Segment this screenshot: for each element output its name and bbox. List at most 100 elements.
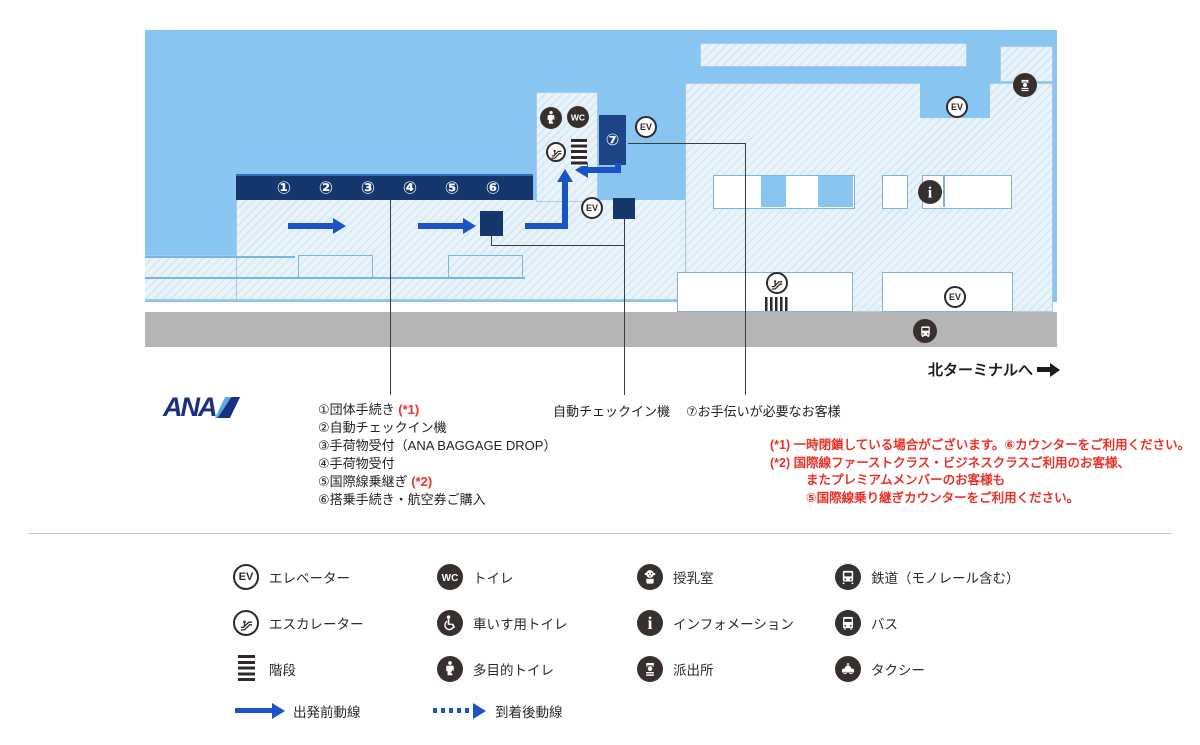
- legend-item-bus: バス: [835, 610, 898, 636]
- departure-flow-arrowhead: [333, 218, 346, 234]
- departure-flow-elbow-v: [562, 181, 568, 229]
- toilet-icon: WC: [567, 106, 589, 128]
- multipurpose-toilet-icon: [437, 656, 463, 682]
- counter-annotation-item: ⑥搭乗手続き・航空券ご購入: [318, 492, 486, 507]
- wheelchair-toilet-icon: [437, 610, 463, 636]
- label-line-seven-v: [745, 143, 746, 395]
- curbside-canopy: [298, 255, 373, 278]
- bus-rail-stop-icon: [913, 319, 937, 343]
- north-terminal-arrow-icon: [1037, 367, 1051, 372]
- checkin-counter-bar: [236, 174, 533, 200]
- taxi-icon: [835, 656, 861, 682]
- label-line-seven-h: [628, 143, 745, 144]
- legend-item-arrival-flow: 到着後動線: [495, 705, 563, 720]
- elevator-icon: EV: [635, 116, 657, 138]
- elevator-icon: EV: [946, 96, 968, 118]
- footnote-line: またプレミアムメンバーのお客様も: [806, 473, 1006, 487]
- shop-block: [713, 175, 855, 209]
- nursing-room-icon: [637, 564, 663, 590]
- ana-logo-text: ANA: [163, 392, 217, 422]
- terminal-floor-map: ① ② ③ ④ ⑤ ⑥ ⑦ WC EV EV EV EV i: [145, 30, 1057, 395]
- legend-item-toilet: WC トイレ: [437, 564, 514, 590]
- departure-flow-arrowhead-up: [557, 169, 573, 182]
- elevator-icon: EV: [581, 197, 603, 219]
- shop-cell: [761, 176, 786, 207]
- counter-number-6: ⑥: [485, 178, 501, 198]
- departure-flow-elbow-h: [525, 223, 568, 229]
- counter-number-5: ⑤: [444, 178, 460, 198]
- north-terminal-label: 北ターミナルへ: [928, 359, 1061, 380]
- label-line-kiosk-h: [491, 245, 624, 246]
- legend-item-nursing-room: 授乳室: [637, 564, 714, 590]
- checkin-machine-label: 自動チェックイン機: [553, 404, 671, 419]
- departure-flow-arrow: [418, 223, 463, 229]
- footnote-line: (*1) 一時閉鎖している場合がございます。⑥カウンターをご利用ください。: [770, 438, 1191, 452]
- counter-number-4: ④: [402, 178, 418, 198]
- svg-text:i: i: [928, 185, 933, 202]
- legend-item-stairs: 階段: [233, 655, 296, 683]
- legend-item-elevator: EV エレベーター: [233, 564, 350, 590]
- departure-flow-legend-arrowhead: [272, 702, 285, 719]
- departure-flow-legend-arrow: [235, 708, 273, 713]
- label-line-kiosk-v1: [491, 236, 492, 246]
- legend-item-multipurpose-toilet: 多目的トイレ: [437, 656, 554, 682]
- label-line-kiosk-v2: [624, 219, 625, 395]
- counter-annotation-item: ⑤国際線乗継ぎ (*2): [318, 474, 433, 489]
- counter-number-1: ①: [276, 178, 292, 198]
- escalator-icon: [233, 610, 259, 636]
- legend-item-taxi: タクシー: [835, 656, 925, 682]
- shop-block-small: [882, 175, 908, 209]
- label-line-counters: [390, 200, 391, 395]
- footnote-line: ⑤国際線乗り継ぎカウンターをご利用ください。: [806, 490, 1080, 505]
- counter-number-7: ⑦: [605, 132, 620, 149]
- ana-logo: ANA: [163, 392, 240, 422]
- red-footnotes: (*1) 一時閉鎖している場合がございます。⑥カウンターをご利用ください。 (*…: [770, 437, 1190, 507]
- stairs-icon: [238, 655, 255, 683]
- escalator-icon: [546, 142, 566, 162]
- train-icon: [835, 564, 861, 590]
- access-road: [145, 312, 1057, 347]
- police-box-icon: [1013, 73, 1037, 97]
- counter-number-3: ③: [360, 178, 376, 198]
- legend-item-police-box: 派出所: [637, 656, 714, 682]
- terminal-hall-left: [236, 200, 686, 300]
- legend-item-wheelchair-toilet: 車いす用トイレ: [437, 610, 568, 636]
- information-icon: i: [918, 180, 942, 204]
- multipurpose-toilet-icon: [540, 107, 562, 129]
- svg-text:i: i: [647, 613, 652, 633]
- assist-flow-arrowhead-left: [575, 162, 588, 178]
- assist-flow-h: [588, 167, 621, 173]
- information-icon: i: [637, 610, 663, 636]
- self-checkin-kiosk-box: [480, 211, 503, 236]
- curbside-canopy: [448, 255, 523, 278]
- police-box-icon: [637, 656, 663, 682]
- svg-text:WC: WC: [571, 113, 585, 123]
- legend-item-departure-flow: 出発前動線: [293, 705, 361, 720]
- counter-annotation-list: ①団体手続き (*1) ②自動チェックイン機 ③手荷物受付（ANA BAGGAG…: [318, 401, 556, 509]
- escalator-icon: [766, 272, 788, 294]
- departure-flow-arrow: [288, 223, 333, 229]
- elevator-icon: EV: [944, 286, 966, 308]
- legend-item-escalator: エスカレーター: [233, 610, 364, 636]
- departure-flow-arrowhead: [463, 218, 476, 234]
- section-divider: [28, 533, 1172, 534]
- counter-annotation-item: ②自動チェックイン機: [318, 420, 447, 435]
- block-divider: [943, 176, 945, 207]
- assist-customers-label: ⑦お手伝いが必要なお客様: [686, 404, 841, 419]
- legend-item-information: i インフォメーション: [637, 610, 794, 636]
- upper-walkway: [700, 43, 967, 67]
- counter-annotation-item: ①団体手続き (*1): [318, 402, 420, 417]
- self-checkin-kiosk-box2: [613, 198, 635, 219]
- counter-number-2: ②: [318, 178, 334, 198]
- bus-icon: [835, 610, 861, 636]
- stairs-icon: [571, 139, 587, 166]
- counter-annotation-item: ④手荷物受付: [318, 456, 395, 471]
- counter-annotation-item: ③手荷物受付（ANA BAGGAGE DROP）: [318, 438, 557, 453]
- arrival-flow-legend-arrowhead: [473, 702, 486, 719]
- stairs-icon: [765, 297, 789, 311]
- elevator-icon: EV: [233, 564, 259, 590]
- arrival-flow-legend-arrow: [433, 708, 473, 713]
- footnote-line: (*2) 国際線ファーストクラス・ビジネスクラスご利用のお客様、: [770, 455, 1130, 470]
- ana-logo-mark-icon: [214, 397, 240, 418]
- legend-item-train: 鉄道（モノレール含む）: [835, 564, 1020, 590]
